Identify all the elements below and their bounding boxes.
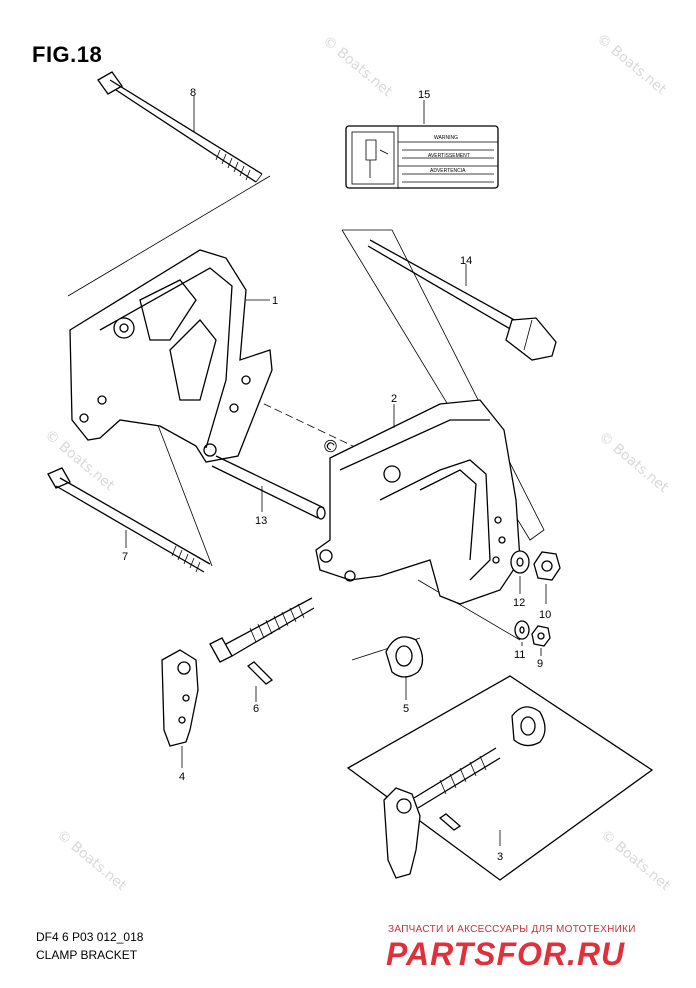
- part-1-clamp-bracket: [69, 249, 273, 463]
- part-number-label: 6: [253, 703, 259, 715]
- part-number-label: 14: [460, 255, 472, 267]
- part-2-clamp-bracket: [315, 399, 521, 605]
- watermark: © Boats.net: [597, 827, 673, 894]
- part-8-bolt: [97, 71, 263, 183]
- part-14-cable: [367, 239, 557, 361]
- label-avertissement-text: AVERTISSEMENT: [428, 153, 470, 159]
- part-number-label: 12: [513, 597, 525, 609]
- clamp-screw: [209, 597, 315, 663]
- watermark: © Boats.net: [595, 429, 671, 496]
- part-numbers: 1 2 3 4 5 6 7 8 9 10 11 12 13 14 15: [122, 87, 551, 863]
- part-13-rod: [211, 455, 326, 520]
- promo-tagline: ЗАПЧАСТИ И АКСЕССУАРЫ ДЛЯ МОТОТЕХНИКИ: [388, 924, 636, 935]
- part-number-label: 13: [255, 515, 267, 527]
- part-12-washer: [510, 550, 530, 594]
- part-number-label: 2: [391, 393, 397, 405]
- part-10-nut: [533, 551, 561, 604]
- part-number-label: 8: [190, 87, 196, 99]
- part-number-label: 3: [497, 851, 503, 863]
- part-number-label: 1: [272, 295, 278, 307]
- part-7-bolt: [47, 467, 211, 573]
- part-number-label: 15: [418, 89, 430, 101]
- diagram-code: DF4 6 P03 012_018: [36, 930, 144, 944]
- watermark: © Boats.net: [53, 827, 129, 894]
- watermark: © Boats.net: [593, 31, 669, 98]
- promo-logo: PARTSFOR.RU: [386, 936, 626, 972]
- part-number-label: 9: [537, 658, 543, 670]
- part-3-clamp-assembly: [346, 675, 654, 881]
- label-warning-text: WARNING: [434, 135, 458, 141]
- watermark: © Boats.net: [319, 33, 395, 100]
- part-15-warning-label: WARNING AVERTISSEMENT ADVERTENCIA: [345, 100, 499, 189]
- part-6-pin: [246, 661, 274, 702]
- part-4-handle: [161, 649, 199, 768]
- part-number-label: 5: [403, 703, 409, 715]
- figure-title: FIG.18: [32, 42, 103, 67]
- watermark: © Boats.net: [41, 427, 117, 494]
- part-number-label: 7: [122, 551, 128, 563]
- part-11-washer: [514, 620, 530, 646]
- part-number-label: 4: [179, 771, 185, 783]
- diagram-name: CLAMP BRACKET: [36, 948, 138, 962]
- label-advertencia-text: ADVERTENCIA: [430, 168, 466, 174]
- part-number-label: 11: [514, 649, 525, 661]
- part-number-label: 10: [539, 609, 551, 621]
- part-5-pad: [385, 636, 424, 700]
- part-9-nut: [531, 625, 551, 656]
